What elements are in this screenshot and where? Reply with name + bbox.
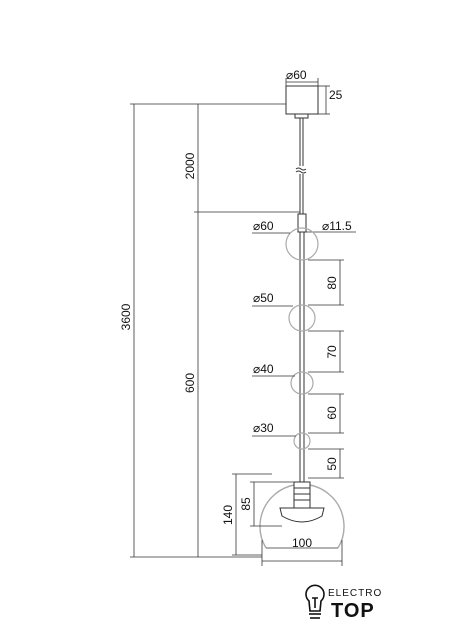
socket-height-label: 85	[239, 497, 253, 511]
shade-dimensions	[232, 473, 343, 566]
ball-30	[293, 432, 311, 450]
canopy-diameter-label: ⌀60	[286, 68, 307, 82]
spacing-dimensions	[308, 259, 344, 479]
canopy	[285, 85, 319, 119]
canopy-dimensions	[285, 78, 330, 115]
pendant-length-label: 600	[183, 373, 197, 393]
spacing-3-label: 60	[325, 406, 339, 420]
socket	[279, 481, 325, 523]
ball-leaders	[252, 232, 296, 437]
shade-height-label: 140	[221, 505, 235, 525]
canopy-height-label: 25	[329, 88, 343, 102]
ball-4-diameter: ⌀30	[253, 421, 274, 435]
cord	[295, 118, 307, 214]
total-height-label: 3600	[119, 303, 133, 330]
glass-balls	[285, 227, 319, 450]
overall-dimensions	[130, 103, 300, 558]
logo-text-top: ELECTRO	[328, 588, 382, 599]
electrotop-logo: ELECTRO TOP	[305, 584, 382, 622]
ball-3-diameter: ⌀40	[253, 362, 274, 376]
ball-40	[290, 371, 314, 395]
cord-diameter-label: ⌀11.5	[322, 219, 352, 233]
spacing-2-label: 70	[325, 345, 339, 359]
spacing-1-label: 80	[325, 276, 339, 290]
ball-50	[288, 304, 316, 332]
stem	[299, 232, 305, 482]
ball-60	[285, 227, 319, 261]
lightbulb-icon	[305, 584, 325, 619]
shade-width-label: 100	[292, 536, 312, 550]
ball-1-diameter: ⌀60	[253, 219, 274, 233]
spacing-4-label: 50	[325, 457, 339, 471]
logo-text-bottom: TOP	[331, 600, 375, 622]
ball-2-diameter: ⌀50	[253, 291, 274, 305]
cord-connector	[297, 213, 307, 233]
cord-length-label: 2000	[183, 152, 197, 179]
